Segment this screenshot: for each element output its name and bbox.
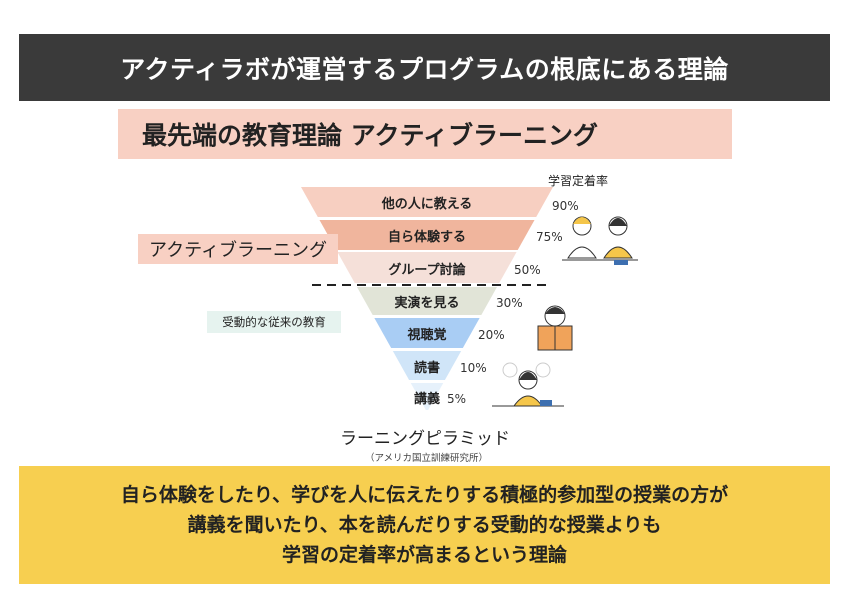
pyramid-band <box>301 187 553 217</box>
retention-rate: 5% <box>447 391 467 406</box>
conclusion-line: 自ら体験をしたり、学びを人に伝えたりする積極的参加型の授業の方が <box>120 484 729 506</box>
pyramid-title: ラーニングピラミッド <box>340 429 510 449</box>
retention-rate: 50% <box>514 262 541 277</box>
pyramid-band-label: 自ら体験する <box>387 230 467 245</box>
retention-rate-title: 学習定着率 <box>548 174 609 188</box>
passive-education-label: 受動的な従来の教育 <box>207 311 341 333</box>
subtitle: 最先端の教育理論 アクティブラーニング <box>118 109 732 159</box>
pyramid-band <box>319 220 535 250</box>
active-learning-label: アクティブラーニング <box>138 234 338 264</box>
header-title: アクティラボが運営するプログラムの根底にある理論 <box>19 34 830 101</box>
pyramid-band <box>337 252 517 283</box>
student-reading-illustration <box>537 305 573 351</box>
pyramid-band-label: 他の人に教える <box>381 197 473 212</box>
pyramid-band <box>392 351 462 380</box>
pyramid-band <box>410 383 444 410</box>
pyramid-band-label: 講義 <box>413 391 441 407</box>
pyramid-band <box>374 318 480 348</box>
students-discussing-illustration <box>562 216 638 265</box>
conclusion-line: 講義を聞いたり、本を読んだりする受動的な授業よりも <box>187 514 662 536</box>
pyramid-band-label: 実演を見る <box>394 296 460 311</box>
retention-rate: 10% <box>460 360 487 375</box>
conclusion-box: 自ら体験をしたり、学びを人に伝えたりする積極的参加型の授業の方が 講義を聞いたり… <box>19 466 830 584</box>
conclusion-line: 学習の定着率が高まるという理論 <box>281 544 567 566</box>
retention-rate: 75% <box>536 230 563 244</box>
pyramid-band-label: 読書 <box>413 360 441 376</box>
student-studying-illustration <box>492 362 564 407</box>
retention-rate: 20% <box>478 328 505 342</box>
pyramid-source: （アメリカ国立訓練研究所） <box>365 453 489 464</box>
pyramid-band <box>357 287 497 315</box>
pyramid-band-label: グループ討論 <box>388 262 466 278</box>
pyramid-band-label: 視聴覚 <box>407 328 447 343</box>
retention-rate: 30% <box>496 296 523 310</box>
retention-rate: 90% <box>552 199 579 213</box>
